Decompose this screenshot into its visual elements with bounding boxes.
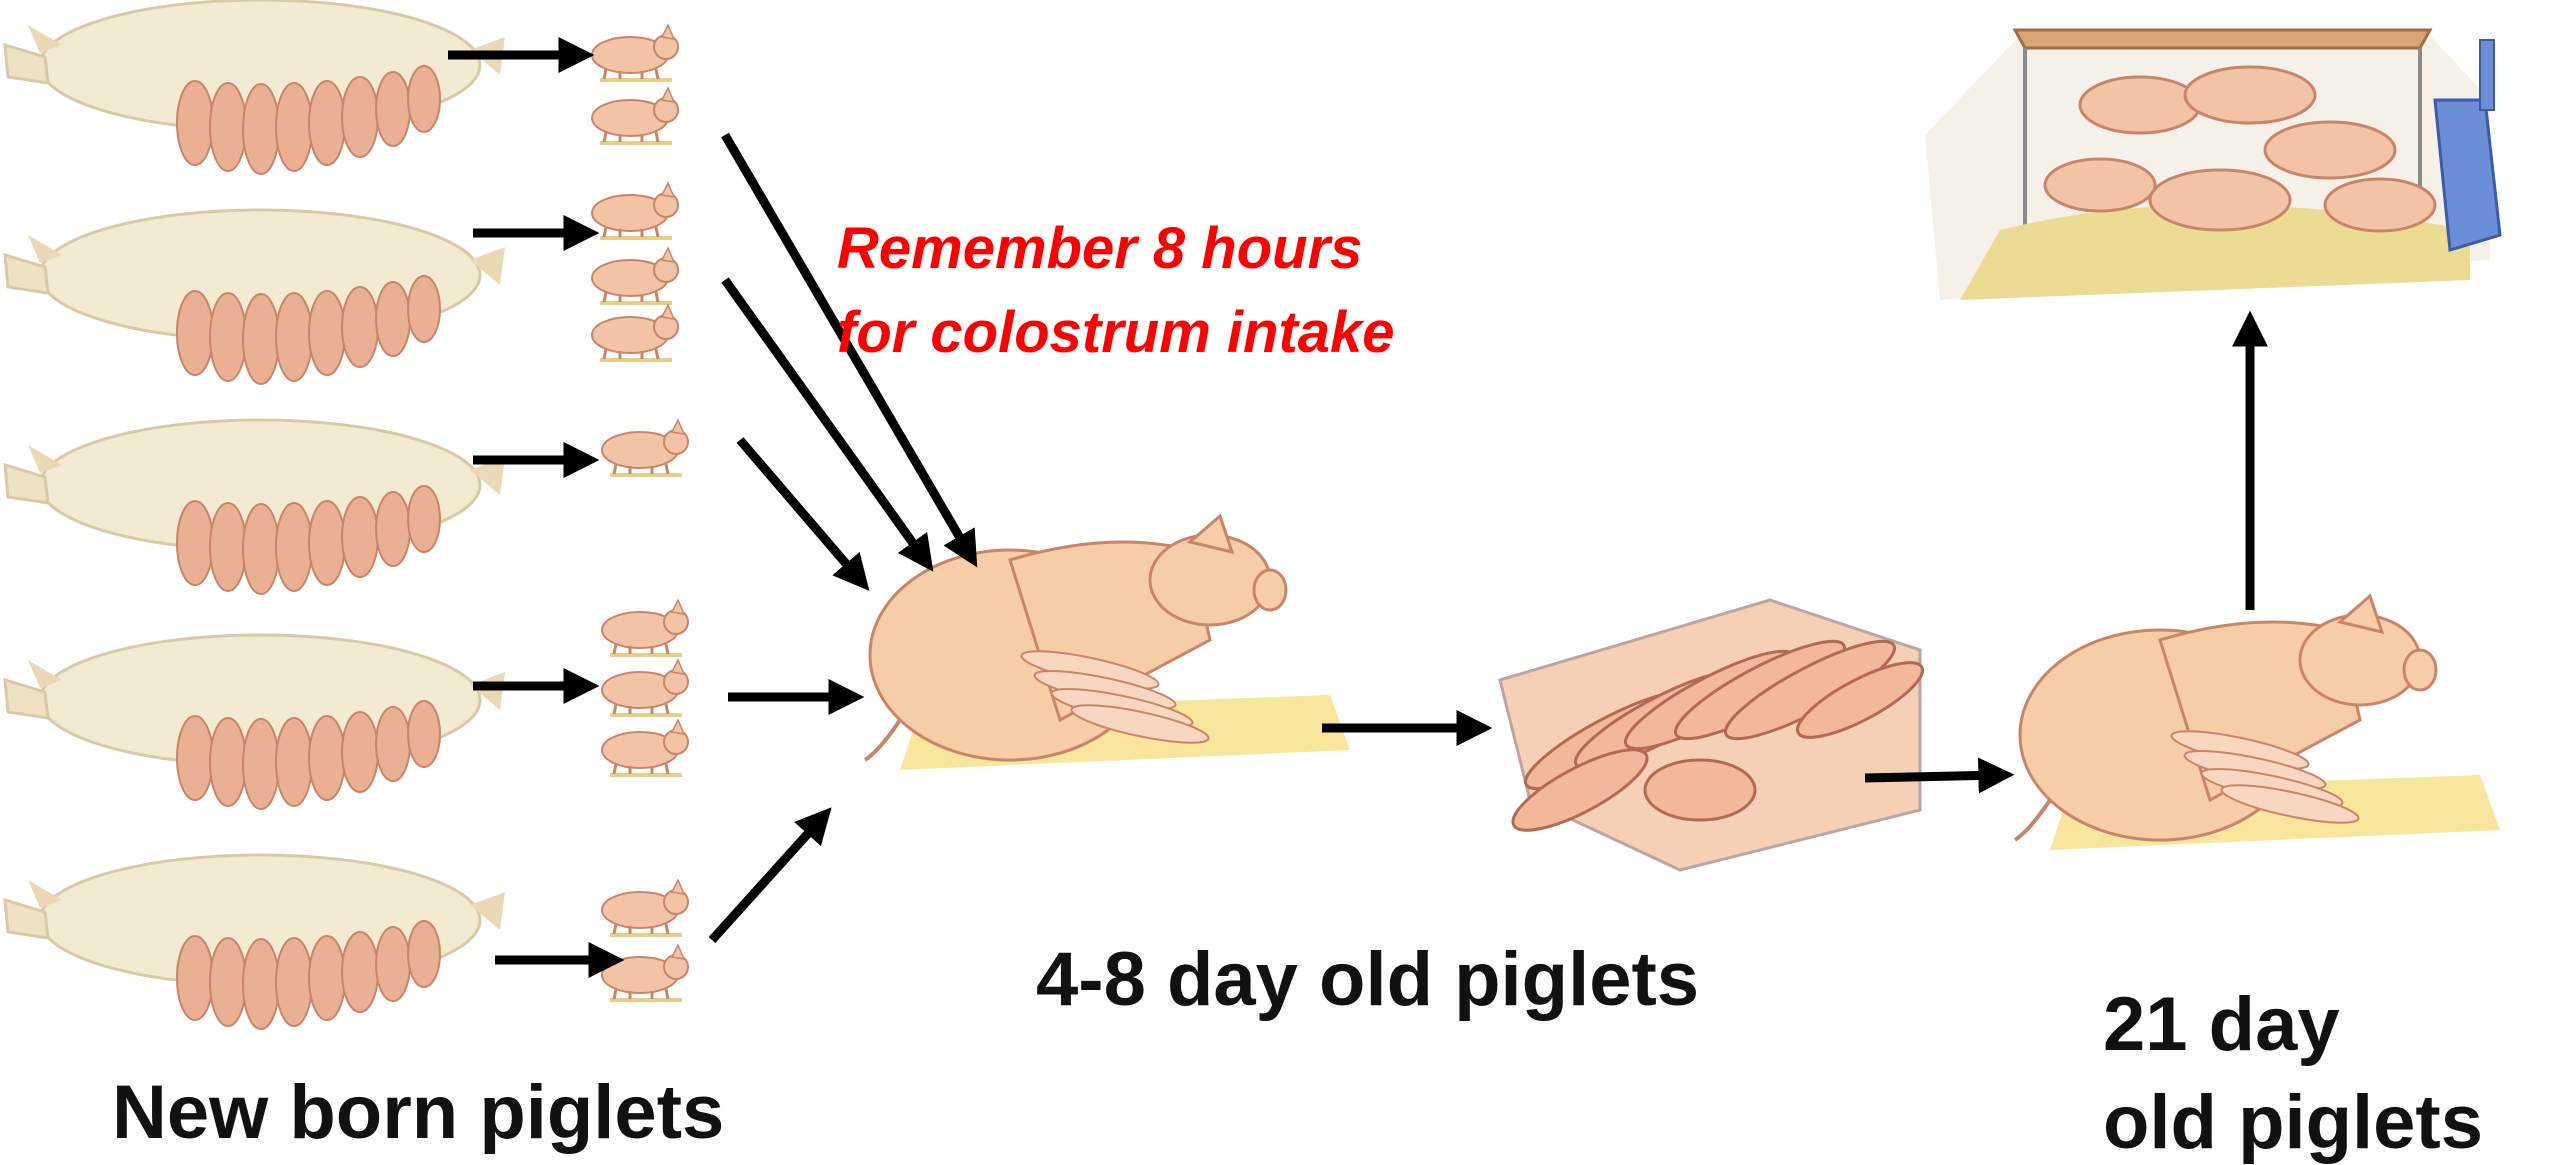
sow-21-day (2015, 596, 2500, 850)
newborn-litter-5 (5, 855, 505, 1029)
piglet-group-5 (602, 880, 688, 1000)
piglet-group-4 (602, 600, 688, 775)
foster-sow (865, 516, 1350, 770)
colostrum-note-line1: Remember 8 hours (837, 207, 1362, 291)
arrow-pen-to-sow21 (1865, 775, 2000, 778)
colostrum-note-line2: for colostrum intake (837, 291, 1395, 375)
piglet-group-1 (592, 25, 678, 143)
arrow-group3-to-foster (740, 440, 860, 580)
newborn-litter-1 (5, 0, 505, 174)
piglet-pen (1500, 600, 1931, 870)
weaner-pen (1925, 30, 2500, 300)
label-old-piglets: old piglets (2103, 1085, 2483, 1161)
newborn-litter-3 (5, 420, 505, 594)
newborn-litter-4 (5, 635, 505, 809)
arrow-group5-to-foster (712, 818, 822, 940)
label-21-day: 21 day (2103, 987, 2340, 1063)
label-4-8-day-piglets: 4-8 day old piglets (1036, 942, 1699, 1018)
piglet-group-2 (592, 183, 678, 360)
newborn-litter-2 (5, 210, 505, 384)
piglet-group-3 (602, 420, 688, 475)
label-newborn-piglets: New born piglets (112, 1075, 724, 1151)
